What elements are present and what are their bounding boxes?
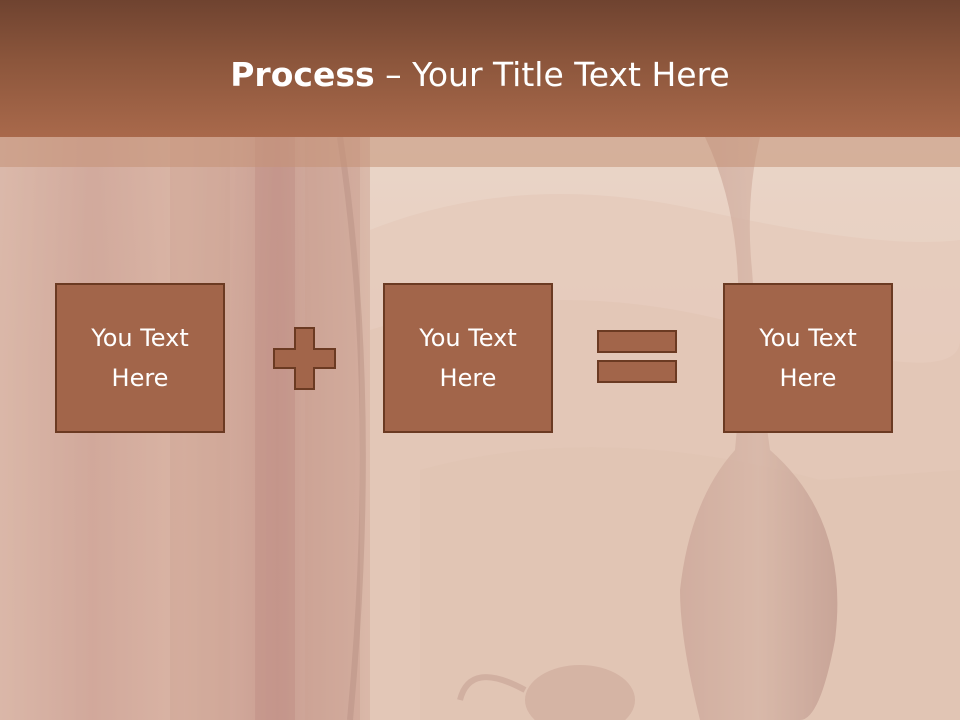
plus-icon[interactable] — [273, 327, 336, 390]
process-box-1[interactable]: You Text Here — [55, 283, 225, 433]
process-box-label: You Text Here — [91, 324, 189, 392]
process-box-label: You Text Here — [419, 324, 517, 392]
equals-icon[interactable] — [597, 330, 677, 384]
process-box-2[interactable]: You Text Here — [383, 283, 553, 433]
title-bold-text: Process — [230, 55, 375, 94]
title-separator: – — [374, 55, 413, 94]
title-bar — [0, 0, 960, 137]
process-box-3[interactable]: You Text Here — [723, 283, 893, 433]
title-rest-text: Your Title Text Here — [412, 55, 730, 94]
title-band — [0, 137, 960, 167]
slide-title[interactable]: Process – Your Title Text Here — [0, 52, 960, 98]
process-box-label: You Text Here — [759, 324, 857, 392]
